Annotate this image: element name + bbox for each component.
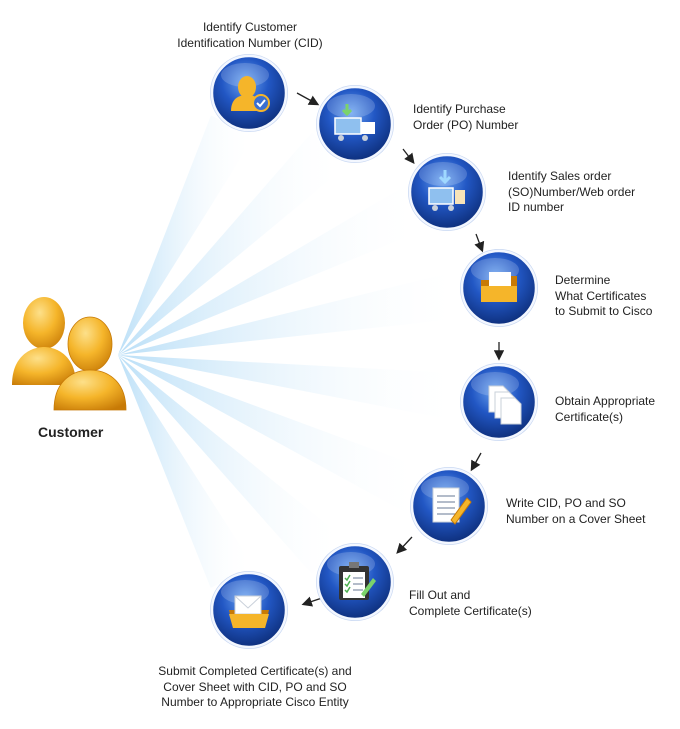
user-check-icon: [231, 76, 270, 112]
step-label-4: Determine What Certificates to Submit to…: [555, 273, 653, 318]
customer-pair-icon: [12, 297, 127, 411]
fan-ray: [118, 355, 254, 589]
step-circle-3: [408, 153, 486, 231]
flow-arrow: [396, 536, 413, 554]
flow-arrow: [402, 148, 415, 165]
cart-download-icon: [428, 170, 465, 211]
step-circle-highlight: [221, 63, 269, 87]
step-circle-5: [460, 363, 538, 441]
step-circle-7: [316, 543, 394, 621]
step-circle-2: [316, 85, 394, 163]
document-pencil-icon: [432, 487, 472, 525]
flow-arrow: [474, 233, 485, 253]
step-circle-6: [410, 467, 488, 545]
step-label-5: Obtain Appropriate Certificate(s): [555, 394, 656, 424]
fan-ray: [118, 186, 425, 355]
step-circle-highlight: [419, 162, 467, 186]
step-label-6: Write CID, PO and SO Number on a Cover S…: [506, 496, 646, 526]
flow-arrow: [470, 452, 482, 472]
step-label-7: Fill Out and Complete Certificate(s): [409, 588, 532, 618]
flow-arrows: [296, 92, 505, 607]
step-circles: [210, 54, 538, 649]
customer-fan: [118, 115, 467, 589]
envelope-tray-icon: [229, 595, 269, 628]
documents-icon: [488, 385, 522, 425]
step-circle-1: [210, 54, 288, 132]
clipboard-check-icon: [339, 562, 376, 600]
fan-ray: [118, 355, 345, 574]
step-circle-8: [210, 571, 288, 649]
step-label-8: Submit Completed Certificate(s) and Cove…: [158, 664, 352, 709]
folder-icon: [481, 272, 517, 302]
flow-arrow: [296, 92, 320, 106]
fan-ray: [118, 115, 254, 355]
step-label-2: Identify Purchase Order (PO) Number: [413, 102, 519, 132]
cart-truck-icon: [334, 104, 375, 141]
step-circle-highlight: [327, 94, 375, 118]
fan-ray: [118, 270, 467, 355]
step-circle-4: [460, 249, 538, 327]
fan-ray: [118, 355, 426, 513]
step-label-1: Identify Customer Identification Number …: [177, 20, 323, 50]
step-label-3: Identify Sales order (SO)Number/Web orde…: [508, 169, 636, 214]
customer-label: Customer: [38, 424, 104, 440]
fan-ray: [118, 132, 346, 355]
fan-ray: [118, 355, 466, 422]
